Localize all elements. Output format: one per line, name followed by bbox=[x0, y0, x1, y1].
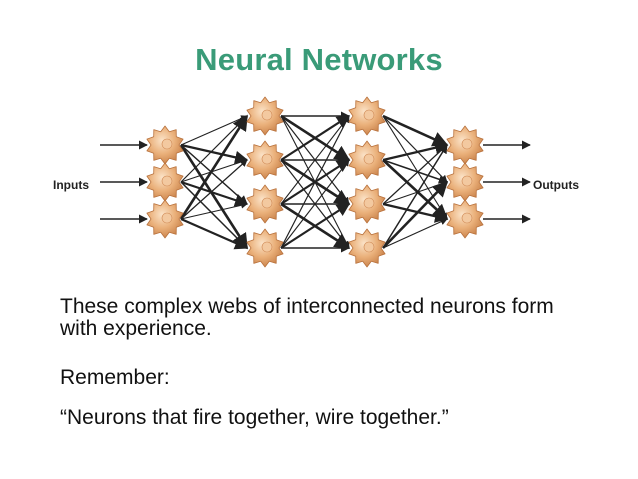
connection-line bbox=[180, 181, 248, 249]
paragraph-remember: Remember: bbox=[60, 366, 170, 389]
connection-line bbox=[382, 114, 449, 147]
connection-line bbox=[180, 115, 248, 183]
paragraph-experience: These complex webs of interconnected neu… bbox=[60, 295, 554, 340]
neuron-l3-n4 bbox=[348, 228, 386, 268]
neuron-l1-n3 bbox=[146, 199, 184, 239]
connection-line bbox=[280, 203, 351, 249]
neuron-group bbox=[146, 96, 484, 268]
inputs-label: Inputs bbox=[53, 178, 89, 192]
connection-line bbox=[179, 144, 249, 250]
connection-line bbox=[180, 143, 249, 164]
neural-network-diagram: Inputs Outputs bbox=[53, 96, 579, 268]
connection-line bbox=[280, 115, 350, 205]
connection-line bbox=[280, 115, 350, 249]
connection-line bbox=[382, 202, 449, 223]
connection-line bbox=[382, 115, 448, 220]
connection-line bbox=[382, 159, 448, 184]
neuron-l1-n2 bbox=[146, 162, 184, 202]
connection-line bbox=[382, 144, 448, 249]
quote-text: “Neurons that fire together, wire togeth… bbox=[60, 406, 449, 429]
connection-line bbox=[280, 115, 351, 161]
io-arrow-group bbox=[100, 140, 531, 224]
neuron-l2-n2 bbox=[246, 140, 284, 180]
connection-line bbox=[180, 217, 249, 250]
neuron-l2-n1 bbox=[246, 96, 284, 136]
connection-line bbox=[382, 144, 448, 205]
neuron-l2-n3 bbox=[246, 184, 284, 224]
connection-line bbox=[382, 141, 449, 162]
connection-line bbox=[382, 180, 449, 249]
neuron-l3-n3 bbox=[348, 184, 386, 224]
neuron-l4-n3 bbox=[446, 199, 484, 239]
outputs-label: Outputs bbox=[533, 178, 579, 192]
neuron-l3-n2 bbox=[348, 140, 386, 180]
connection-line bbox=[180, 180, 249, 207]
connection-line bbox=[382, 115, 448, 183]
connection-line bbox=[180, 202, 248, 220]
connection-line bbox=[179, 114, 249, 220]
neuron-l1-n1 bbox=[146, 125, 184, 165]
neuron-l3-n1 bbox=[348, 96, 386, 136]
connection-line bbox=[180, 159, 248, 220]
connection-line bbox=[280, 159, 350, 249]
neuron-l4-n2 bbox=[446, 162, 484, 202]
connection-group bbox=[179, 111, 449, 253]
neuron-l4-n1 bbox=[446, 125, 484, 165]
slide-title: Neural Networks bbox=[195, 42, 443, 77]
connection-line bbox=[382, 159, 449, 221]
neuron-l2-n4 bbox=[246, 228, 284, 268]
connection-line bbox=[180, 158, 248, 183]
connection-line bbox=[382, 218, 448, 249]
